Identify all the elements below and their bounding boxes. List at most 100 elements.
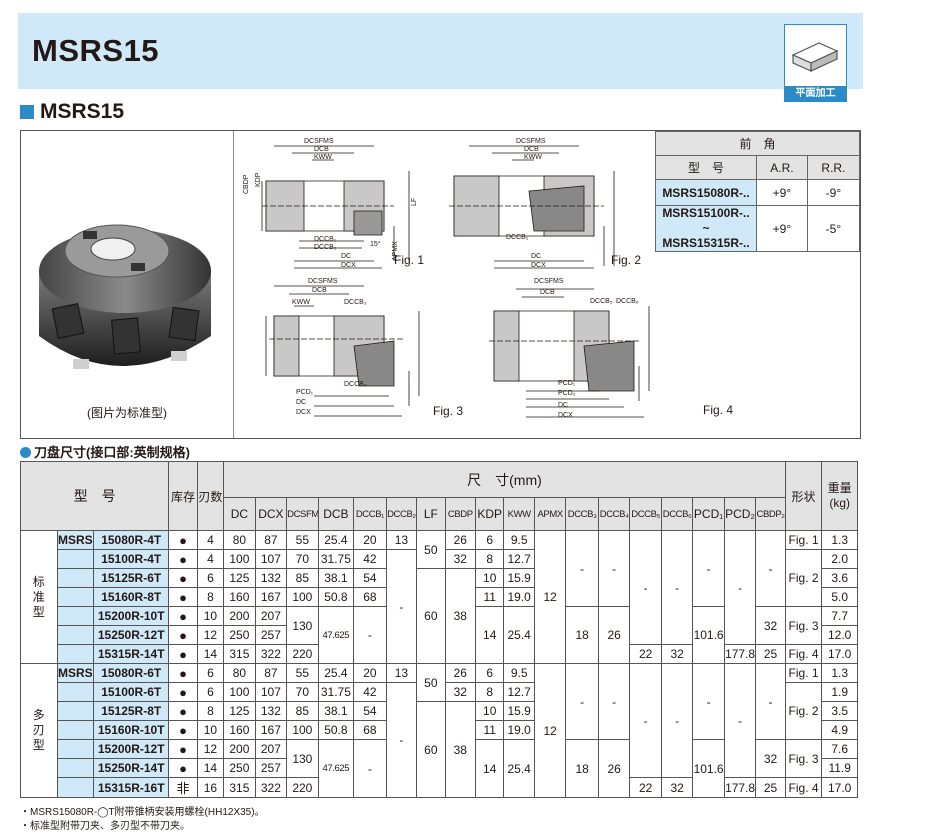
- model-code: 15315R-16T: [93, 777, 170, 798]
- teeth-count: 10: [196, 720, 225, 740]
- model-code: 15080R-4T: [93, 530, 170, 550]
- dcsfms-value: 130: [286, 739, 319, 778]
- fig4-caption: Fig. 4: [703, 403, 734, 417]
- weight-value: 11.9: [821, 758, 858, 778]
- dccb1-value: 68: [353, 587, 387, 607]
- apmx-value: 12: [533, 530, 567, 664]
- stock-mark: ●: [168, 606, 198, 626]
- dc-value: 80: [223, 530, 256, 550]
- dc-value: 100: [223, 682, 256, 702]
- shape-fig: Fig. 1: [784, 663, 823, 683]
- col-weight: 重量(kg): [821, 461, 858, 531]
- dccb5-value: 22: [629, 777, 662, 798]
- dcx-value: 87: [254, 663, 288, 683]
- model-code: 15200R-12T: [93, 739, 170, 759]
- pcd2-value: -: [723, 663, 757, 778]
- dc-value: 315: [223, 644, 256, 664]
- dc-value: 125: [223, 568, 256, 588]
- dcx-value: 257: [254, 625, 288, 645]
- dc-value: 315: [223, 777, 256, 798]
- model-prefix-blank: [56, 568, 95, 588]
- cbdp2-value: 32: [755, 606, 786, 645]
- dim-label-dcsfms-2: DCSFMS: [516, 138, 546, 145]
- dim-label-dc-2: DC: [531, 253, 541, 260]
- dim-label-kww-3: KWW: [292, 299, 310, 306]
- rake-angle-title: 前 角: [655, 131, 860, 156]
- teeth-count: 8: [196, 587, 225, 607]
- pcd1-value: 101.6: [692, 606, 725, 664]
- badge-label: 平面加工: [784, 86, 847, 102]
- dcb-value: 25.4: [317, 530, 355, 550]
- teeth-count: 14: [196, 644, 225, 664]
- dcx-value: 207: [254, 739, 288, 759]
- dim-label-dcsfms: DCSFMS: [304, 138, 334, 145]
- apmx-value: 12: [533, 663, 567, 798]
- dc-value: 200: [223, 606, 256, 626]
- model-prefix-blank: [56, 701, 95, 721]
- col-dccb5: DCCB₅: [629, 497, 662, 531]
- shape-fig: Fig. 3: [784, 606, 823, 645]
- kww-value: 19.0: [503, 720, 535, 740]
- bullet-dot-icon: [20, 447, 31, 458]
- col-stock: 库存: [168, 461, 198, 531]
- dcx-value: 132: [254, 701, 288, 721]
- col-dccb2: DCCB₂: [385, 497, 418, 531]
- dim-label-dccb3: DCCB₃: [344, 299, 367, 306]
- cbdp2-value: -: [755, 663, 786, 740]
- model-code: 15250R-12T: [93, 625, 170, 645]
- kww-value: 25.4: [503, 739, 535, 798]
- pcd2-value: 177.8: [723, 777, 757, 798]
- group-label: 多刃型: [20, 663, 58, 798]
- col-lf: LF: [416, 497, 446, 531]
- angle-row-ar: +9°: [756, 205, 808, 252]
- model-code: 15250R-14T: [93, 758, 170, 778]
- dccb2-value: 13: [385, 530, 418, 550]
- dccb1-value: -: [353, 606, 387, 664]
- model-prefix-blank: [56, 758, 95, 778]
- cbdp-value: 38: [444, 568, 477, 664]
- dim-label-dcb-2: DCB: [524, 146, 539, 153]
- fig2-drawing: [449, 145, 615, 269]
- lf-value: 50: [416, 530, 446, 569]
- dcb-value: 50.8: [317, 720, 355, 740]
- col-dcsfms: DCSFMS: [286, 497, 319, 531]
- header-banner: MSRS15: [18, 13, 863, 89]
- dcx-value: 87: [254, 530, 288, 550]
- stock-mark: ●: [168, 625, 198, 645]
- dcb-value: 38.1: [317, 568, 355, 588]
- dccb4-value: -: [597, 663, 631, 740]
- shape-fig: Fig. 2: [784, 549, 823, 607]
- group-label: 标准型: [20, 530, 58, 664]
- dim-label-dcx-4: DCX: [558, 412, 573, 419]
- dccb4-value: 26: [597, 739, 631, 798]
- angle-row-rr: -9°: [806, 179, 861, 206]
- angle-col-ar: A.R.: [756, 155, 808, 180]
- model-prefix-blank: [56, 606, 95, 626]
- dcsfms-value: 70: [286, 682, 319, 702]
- model-code: 15125R-8T: [93, 701, 170, 721]
- dim-label-dcx-3: DCX: [296, 409, 311, 416]
- dim-label-dcb-4: DCB: [540, 289, 555, 296]
- stock-mark: ●: [168, 530, 198, 550]
- kww-value: 12.7: [503, 549, 535, 569]
- weight-value: 4.9: [821, 720, 858, 740]
- weight-value: 5.0: [821, 587, 858, 607]
- teeth-count: 6: [196, 663, 225, 683]
- flat-machining-badge: 平面加工: [784, 24, 847, 102]
- model-prefix-blank: [56, 739, 95, 759]
- dc-value: 100: [223, 549, 256, 569]
- stock-mark: ●: [168, 682, 198, 702]
- col-apmx: APMX: [533, 497, 567, 531]
- col-pcd1: PCD₁: [692, 497, 725, 531]
- dim-label-dcb: DCB: [314, 146, 329, 153]
- dcx-value: 167: [254, 587, 288, 607]
- col-dccb3: DCCB₃: [565, 497, 599, 531]
- col-dcx: DCX: [254, 497, 288, 531]
- dim-label-apmx: APMX: [392, 241, 399, 261]
- dccb6-value: -: [660, 663, 694, 778]
- dimensions-heading: 刀盘尺寸(接口部:英制规格): [20, 442, 190, 461]
